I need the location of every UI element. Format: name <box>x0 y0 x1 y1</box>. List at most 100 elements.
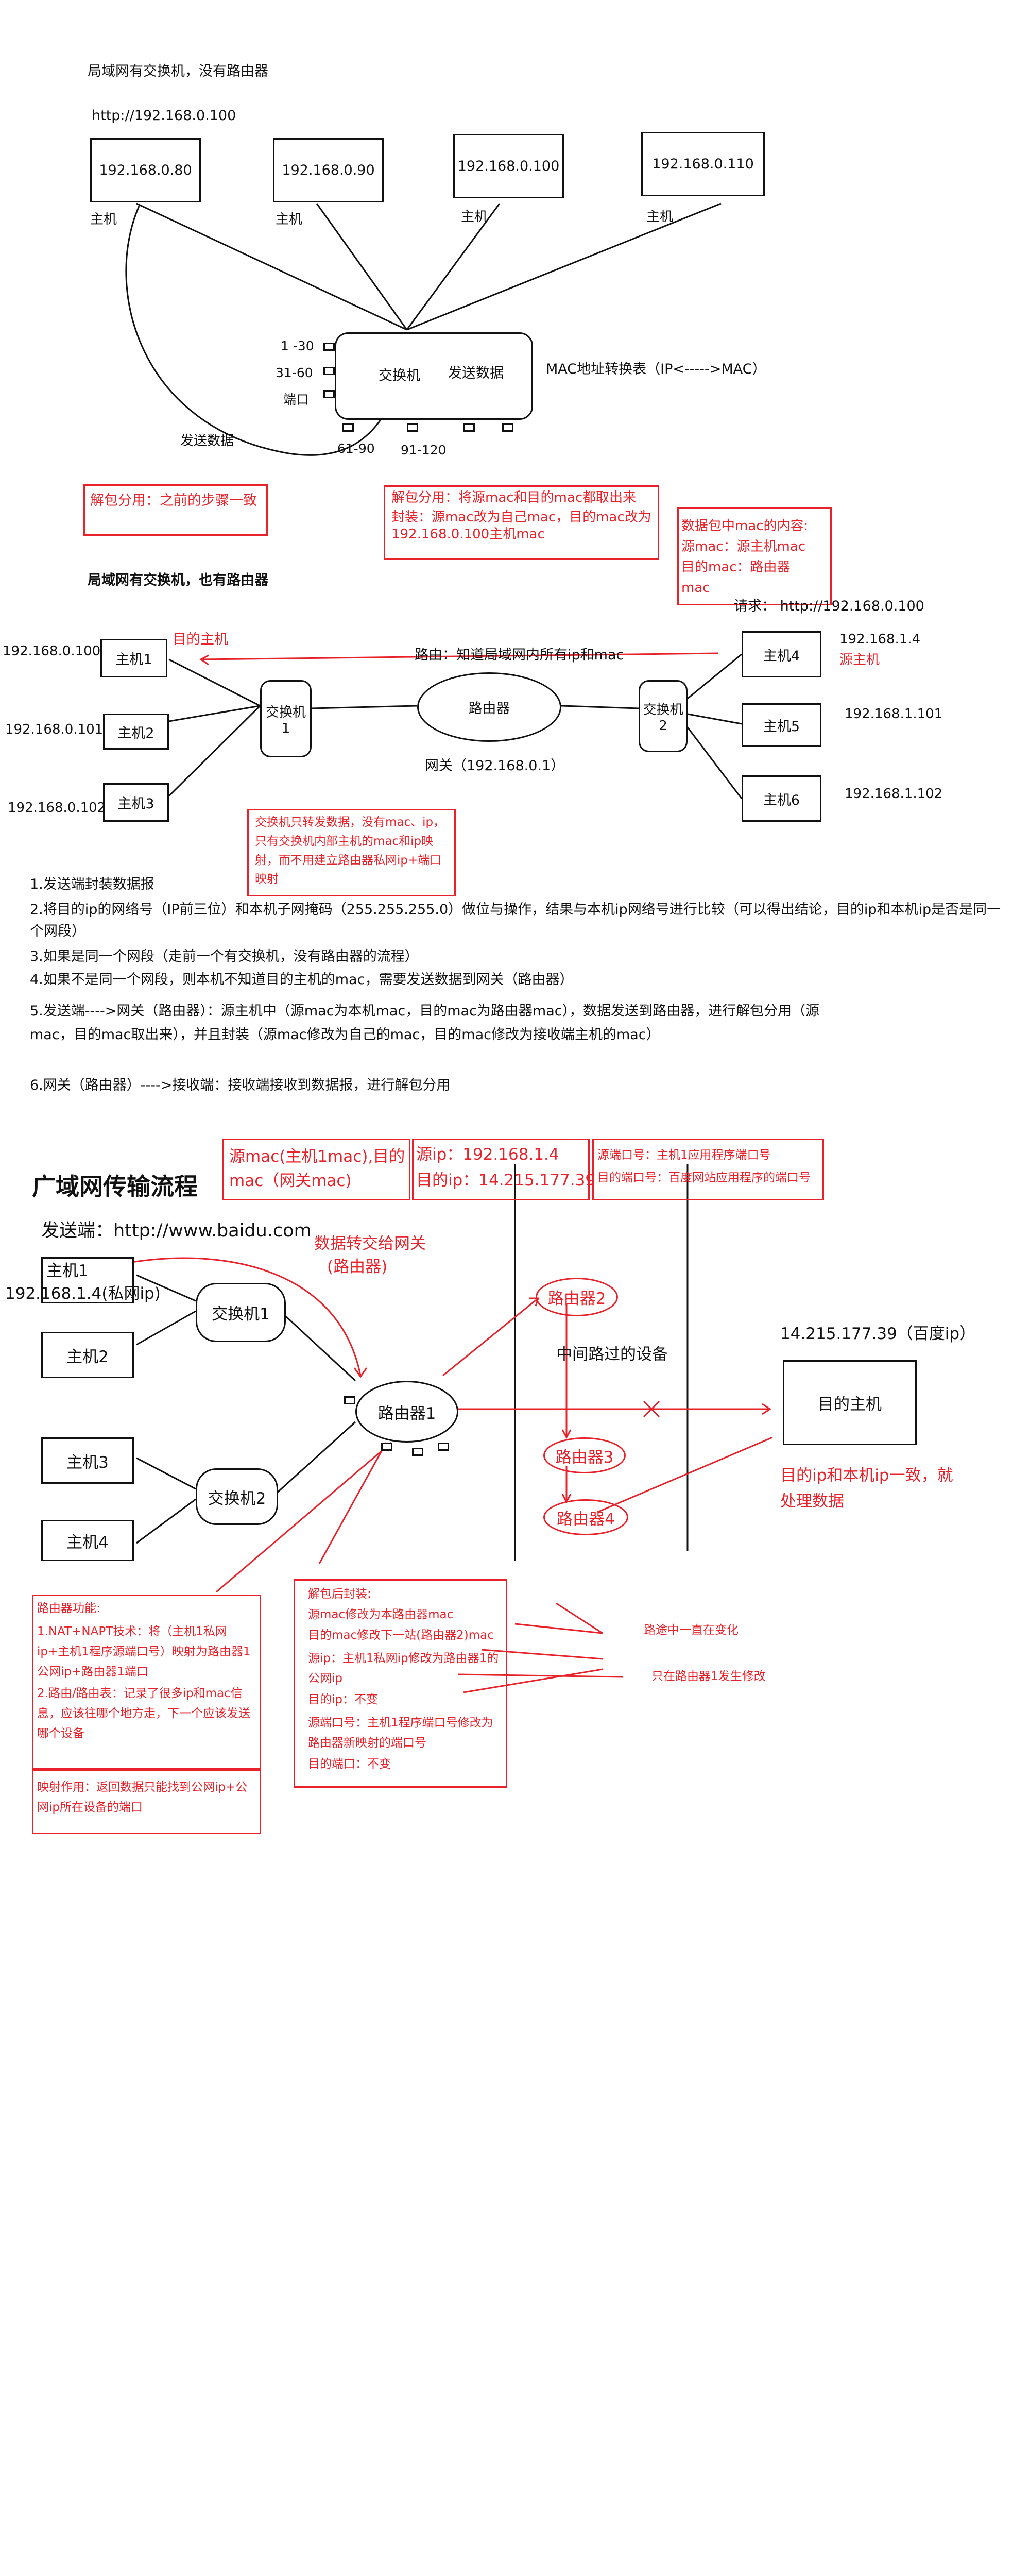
wan-host-label: 主机1 <box>46 1262 89 1280</box>
router-function-2: 2.路由/路由表：记录了很多ip和mac信息，应该往哪个地方走，下一个应该发送哪… <box>37 1687 250 1741</box>
host-label: 主机 <box>461 209 488 225</box>
router-label: 路由器4 <box>557 1510 615 1529</box>
wan-host1-box <box>41 1257 134 1303</box>
section2-title: 局域网有交换机，也有路由器 <box>88 572 268 588</box>
port-icon <box>342 423 354 432</box>
left-ip: 192.168.0.100 <box>3 643 101 659</box>
switch-note-box <box>247 809 456 896</box>
host-label: 主机 <box>276 212 303 227</box>
port-icon <box>344 1396 355 1404</box>
port-icon <box>438 1443 449 1451</box>
router-pack-note: 封装：源mac改为自己mac，目的mac改为192.168.0.100主机mac <box>391 510 651 542</box>
host-ip-label: 192.168.0.80 <box>99 162 192 178</box>
port-icon <box>502 423 513 432</box>
host-ip-label: 192.168.0.90 <box>282 162 375 178</box>
packet-note-line: mac <box>681 580 710 596</box>
mac-box-text: 源mac(主机1mac),目的mac（网关mac) <box>229 1147 405 1190</box>
unpack-line: 目的ip：不变 <box>308 1693 378 1706</box>
host-ip-label: 192.168.0.110 <box>652 156 754 172</box>
router-device: 路由器 <box>417 672 561 742</box>
host1-box: 主机1 <box>100 639 167 677</box>
section3-title: 广域网传输流程 <box>32 1173 198 1200</box>
host2-box: 主机2 <box>103 714 169 750</box>
router1-label: 路由器1 <box>377 1404 436 1423</box>
port-icon <box>381 1443 392 1451</box>
port-icon <box>407 423 418 432</box>
router4-node: 路由器4 <box>543 1499 628 1535</box>
router-function-title: 路由器功能: <box>37 1602 100 1615</box>
port-box-line: 源端口号：主机1应用程序端口号 <box>597 1148 771 1162</box>
packet-note-line: 目的mac：路由器 <box>681 560 791 575</box>
match-label: 处理数据 <box>780 1492 844 1511</box>
switch2-label: 交换机 2 <box>643 702 683 734</box>
step-line: 3.如果是同一个网段（走前一个有交换机，没有路由器的流程） <box>30 948 419 964</box>
ip-box-line: 目的ip：14.215.177.39 <box>416 1171 596 1190</box>
right-ip: 192.168.1.4 <box>839 632 921 647</box>
router2-node: 路由器2 <box>536 1278 618 1316</box>
router-unpack-note: 解包分用：将源mac和目的mac都取出来 <box>391 490 637 505</box>
always-change-label: 路途中一直在变化 <box>644 1623 739 1637</box>
router-label: 路由器2 <box>547 1290 606 1308</box>
switch-label: 交换机 <box>379 368 420 384</box>
host4-box: 主机4 <box>742 631 821 677</box>
route-label: 路由：知道局域网内所有ip和mac <box>415 647 624 663</box>
right-ip: 192.168.1.102 <box>845 786 943 802</box>
host-box-100: 192.168.0.100 <box>453 134 564 198</box>
switch-device <box>335 332 533 420</box>
target-host-label: 目的主机 <box>173 632 228 648</box>
target-host-label: 目的主机 <box>818 1395 882 1414</box>
wan-host4-box: 主机4 <box>41 1520 134 1561</box>
host-label: 主机1 <box>115 652 152 668</box>
host6-box: 主机6 <box>742 775 821 822</box>
left-ip: 192.168.0.101 <box>5 722 104 737</box>
unpack-line: 目的mac修改下一站(路由器2)mac <box>308 1629 494 1642</box>
host-box-80: 192.168.0.80 <box>90 138 201 202</box>
unpack-line: 源端口号：主机1程序端口号修改为路由器新映射的端口号 <box>308 1716 493 1750</box>
wan-switch1: 交换机1 <box>196 1283 286 1342</box>
port-icon <box>412 1448 423 1456</box>
host-label: 主机3 <box>117 796 154 812</box>
unpack-line: 源mac修改为本路由器mac <box>308 1608 454 1621</box>
mac-box <box>222 1139 410 1200</box>
packet-note-line: 源mac：源主机mac <box>681 539 806 554</box>
wan-host-label: 主机3 <box>66 1453 109 1472</box>
port-icon <box>323 367 335 375</box>
port-icon <box>323 390 335 398</box>
unpack-line: 目的端口：不变 <box>308 1757 391 1771</box>
host-ip-label: 192.168.0.100 <box>457 158 560 174</box>
router-label: 路由器 <box>468 701 510 717</box>
port-range-label: 91-120 <box>401 443 447 457</box>
host-label: 主机2 <box>117 725 154 741</box>
right-ip: 192.168.1.101 <box>845 706 943 722</box>
host-label: 主机 <box>90 212 117 227</box>
port-box-line: 目的端口号：百度网站应用程序的端口号 <box>597 1171 811 1184</box>
switch2-device: 交换机 2 <box>639 680 688 752</box>
match-label: 目的ip和本机ip一致，就 <box>780 1466 953 1485</box>
to-gateway-label: (路由器) <box>327 1258 388 1276</box>
wan-host3-box: 主机3 <box>41 1437 134 1484</box>
router-function-1: 1.NAT+NAPT技术：将（主机1私网ip+主机1程序源端口号）映射为路由器1… <box>37 1625 251 1679</box>
note-unpack-box <box>83 484 268 536</box>
host5-box: 主机5 <box>742 703 821 747</box>
switch1-device: 交换机 1 <box>260 680 312 757</box>
switch-label: 交换机1 <box>212 1305 270 1324</box>
mapping-box <box>32 1770 261 1834</box>
section1-title: 局域网有交换机，没有路由器 <box>88 63 268 79</box>
wan-host2-box: 主机2 <box>41 1332 134 1378</box>
target-host-box: 目的主机 <box>783 1360 917 1445</box>
port-range-label: 31-60 <box>276 365 313 380</box>
packet-note-box <box>677 507 832 605</box>
step-line: 2.将目的ip的网络号（IP前三位）和本机子网掩码（255.255.255.0）… <box>30 902 1001 939</box>
switch-note: 交换机只转发数据，没有mac、ip，只有交换机内部主机的mac和ip映射，而不用… <box>255 816 445 886</box>
host-box-110: 192.168.0.110 <box>641 132 765 196</box>
step-line: 1.发送端封装数据报 <box>30 876 154 892</box>
switch1-label: 交换机 1 <box>265 704 306 736</box>
host1-ip-label: 192.168.1.4(私网ip) <box>5 1284 161 1303</box>
unpack-line: 源ip：主机1私网ip修改为路由器1的公网ip <box>308 1652 499 1686</box>
wan-switch2: 交换机2 <box>196 1468 278 1525</box>
host3-box: 主机3 <box>103 783 169 822</box>
to-gateway-label: 数据转交给网关 <box>314 1234 426 1253</box>
source-host-label: 源主机 <box>839 652 880 668</box>
host-box-90: 192.168.0.90 <box>273 138 384 202</box>
